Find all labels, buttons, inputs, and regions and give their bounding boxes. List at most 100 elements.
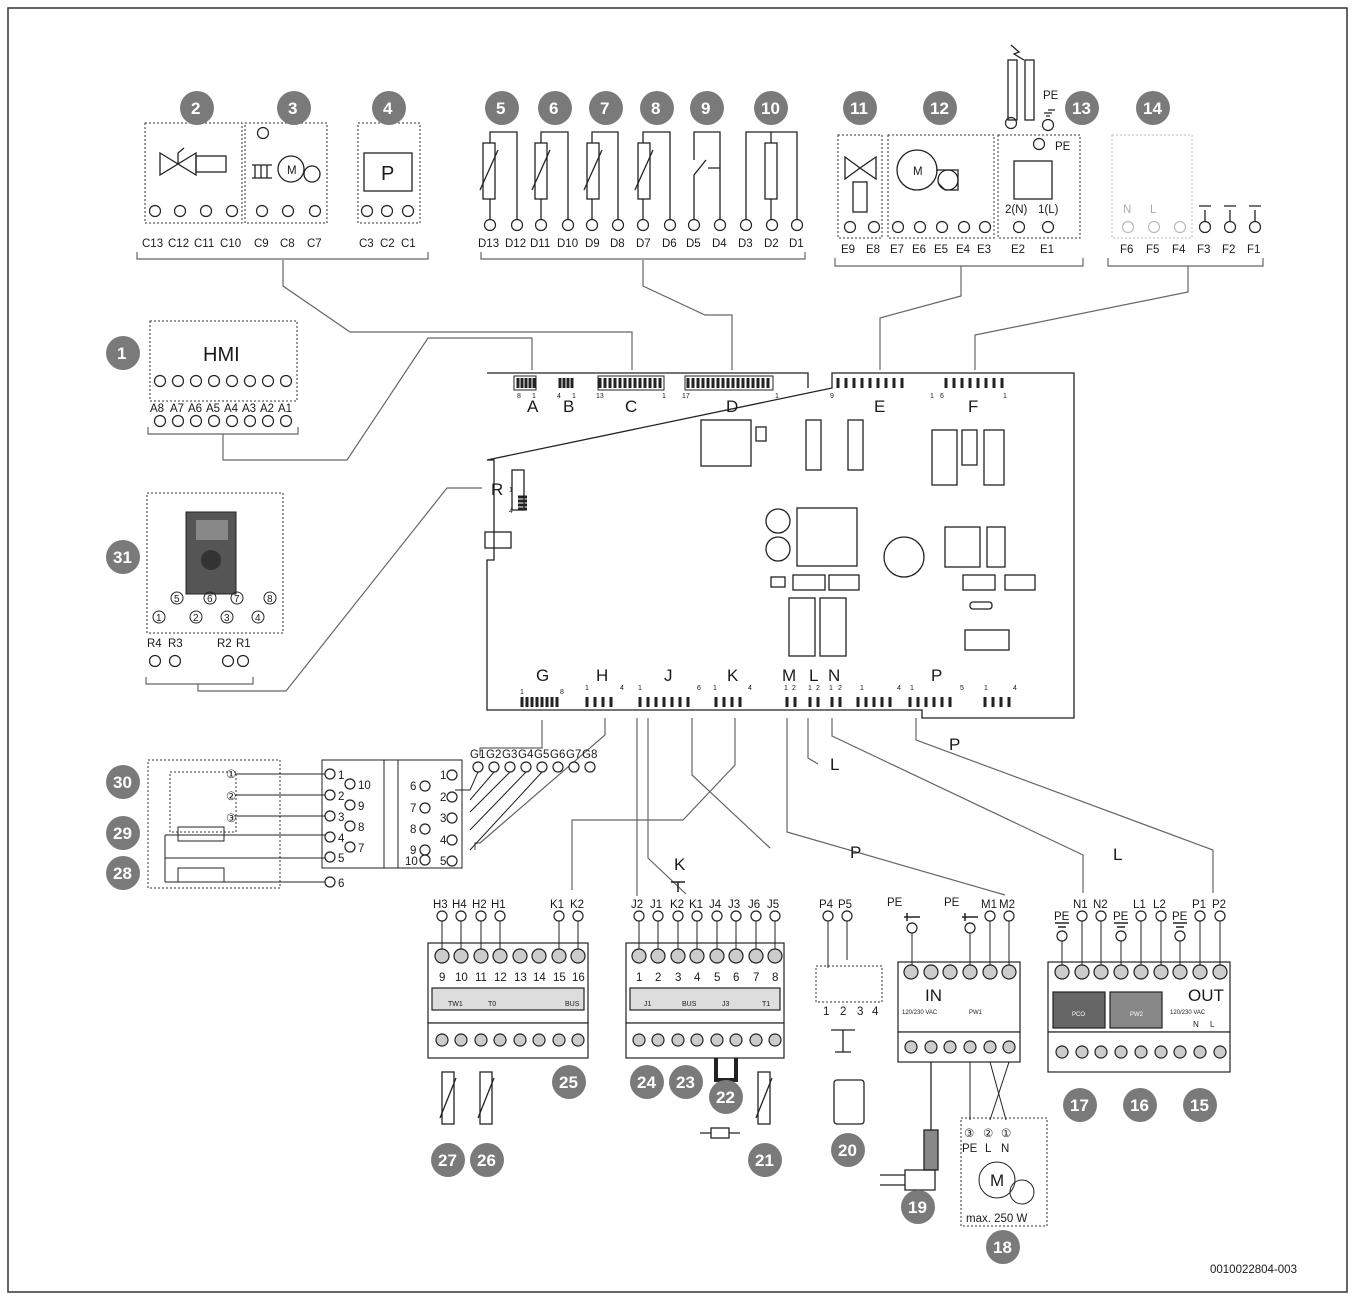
svg-text:23: 23 [676,1073,695,1092]
svg-text:6: 6 [940,393,944,400]
svg-text:10: 10 [358,780,371,792]
svg-text:4: 4 [338,833,345,845]
svg-text:1: 1 [662,393,666,400]
svg-text:16: 16 [572,972,585,984]
svg-text:2: 2 [840,1006,846,1018]
svg-text:10: 10 [761,99,780,118]
svg-text:M1: M1 [981,899,997,911]
svg-text:C3: C3 [359,238,374,250]
svg-text:22: 22 [716,1088,735,1107]
svg-text:C12: C12 [168,238,189,250]
svg-text:L1: L1 [1133,899,1146,911]
svg-text:K1: K1 [550,899,564,911]
svg-text:5: 5 [174,594,180,605]
svg-text:4: 4 [694,972,701,984]
svg-text:D7: D7 [636,238,651,250]
svg-text:18: 18 [993,1238,1012,1257]
svg-text:T1: T1 [762,1001,770,1008]
svg-text:120/230 VAC: 120/230 VAC [902,1010,938,1016]
svg-text:D11: D11 [530,238,550,250]
svg-text:1: 1 [910,685,914,692]
svg-text:24: 24 [637,1073,656,1092]
svg-text:A3: A3 [242,403,256,415]
callout-22: 22 [709,1080,743,1114]
svg-text:3: 3 [440,813,446,825]
svg-text:K: K [674,855,686,874]
svg-text:R4: R4 [147,638,162,650]
svg-text:1: 1 [440,770,446,782]
svg-text:E2: E2 [1011,244,1025,256]
svg-text:PE: PE [944,897,960,909]
board-connector-letters: A B C D E F G H J K M L N P R [491,397,978,685]
svg-text:L: L [1210,1020,1215,1029]
svg-text:BUS: BUS [682,1001,697,1008]
svg-text:E4: E4 [956,244,971,256]
svg-text:PCO: PCO [1072,1012,1085,1018]
svg-text:9: 9 [701,99,710,118]
svg-text:17: 17 [682,393,690,400]
component-symbols [159,44,1261,221]
svg-text:19: 19 [908,1198,927,1217]
callout-19: 19 [901,1190,935,1224]
connector-d: D [726,397,738,416]
callout-7: 7 [589,91,623,125]
svg-text:9: 9 [358,801,364,813]
svg-text:C10: C10 [220,238,241,250]
svg-text:7: 7 [234,594,240,605]
callout-3: 3 [277,91,311,125]
bottom-top-pin-circles [436,910,1226,942]
callout-20: 20 [831,1133,865,1167]
svg-text:10: 10 [405,856,418,868]
svg-text:D3: D3 [738,238,753,250]
svg-text:L2: L2 [1153,899,1166,911]
svg-text:C13: C13 [142,238,163,250]
control-board [484,372,1075,719]
connector-c: C [625,397,637,416]
svg-text:2: 2 [655,972,661,984]
svg-text:A8: A8 [150,403,164,415]
connector-r: R [491,480,503,499]
svg-text:16: 16 [1130,1096,1149,1115]
pe-ground-symbols [671,881,1187,928]
svg-text:K1: K1 [689,899,703,911]
svg-text:L: L [830,755,839,774]
svg-text:1: 1 [638,685,642,692]
svg-text:C9: C9 [254,238,269,250]
svg-text:M2: M2 [999,899,1015,911]
svg-text:PE: PE [1055,141,1071,153]
svg-text:1: 1 [636,972,642,984]
svg-text:G8: G8 [582,749,597,761]
svg-text:5: 5 [960,685,964,692]
svg-text:J6: J6 [748,899,760,911]
svg-text:D6: D6 [662,238,677,250]
svg-text:A1: A1 [278,403,292,415]
svg-text:①: ① [226,769,236,781]
svg-text:F5: F5 [1146,244,1159,256]
svg-text:E5: E5 [934,244,948,256]
svg-text:R1: R1 [236,638,251,650]
board-flag-labels: L P [830,735,960,774]
svg-text:PE: PE [962,1143,978,1155]
svg-text:P2: P2 [1212,899,1226,911]
svg-text:F3: F3 [1197,244,1210,256]
svg-text:3: 3 [224,613,230,624]
svg-text:2: 2 [792,685,796,692]
svg-text:27: 27 [438,1151,457,1170]
callout-28: 28 [106,856,140,890]
callout-1: 1 [106,336,140,370]
svg-text:1: 1 [775,393,779,400]
svg-text:PE: PE [1113,911,1129,923]
svg-text:TW1: TW1 [448,1001,463,1008]
svg-text:E8: E8 [866,244,880,256]
svg-text:1: 1 [984,685,988,692]
svg-text:7: 7 [753,972,759,984]
svg-text:12: 12 [930,99,949,118]
